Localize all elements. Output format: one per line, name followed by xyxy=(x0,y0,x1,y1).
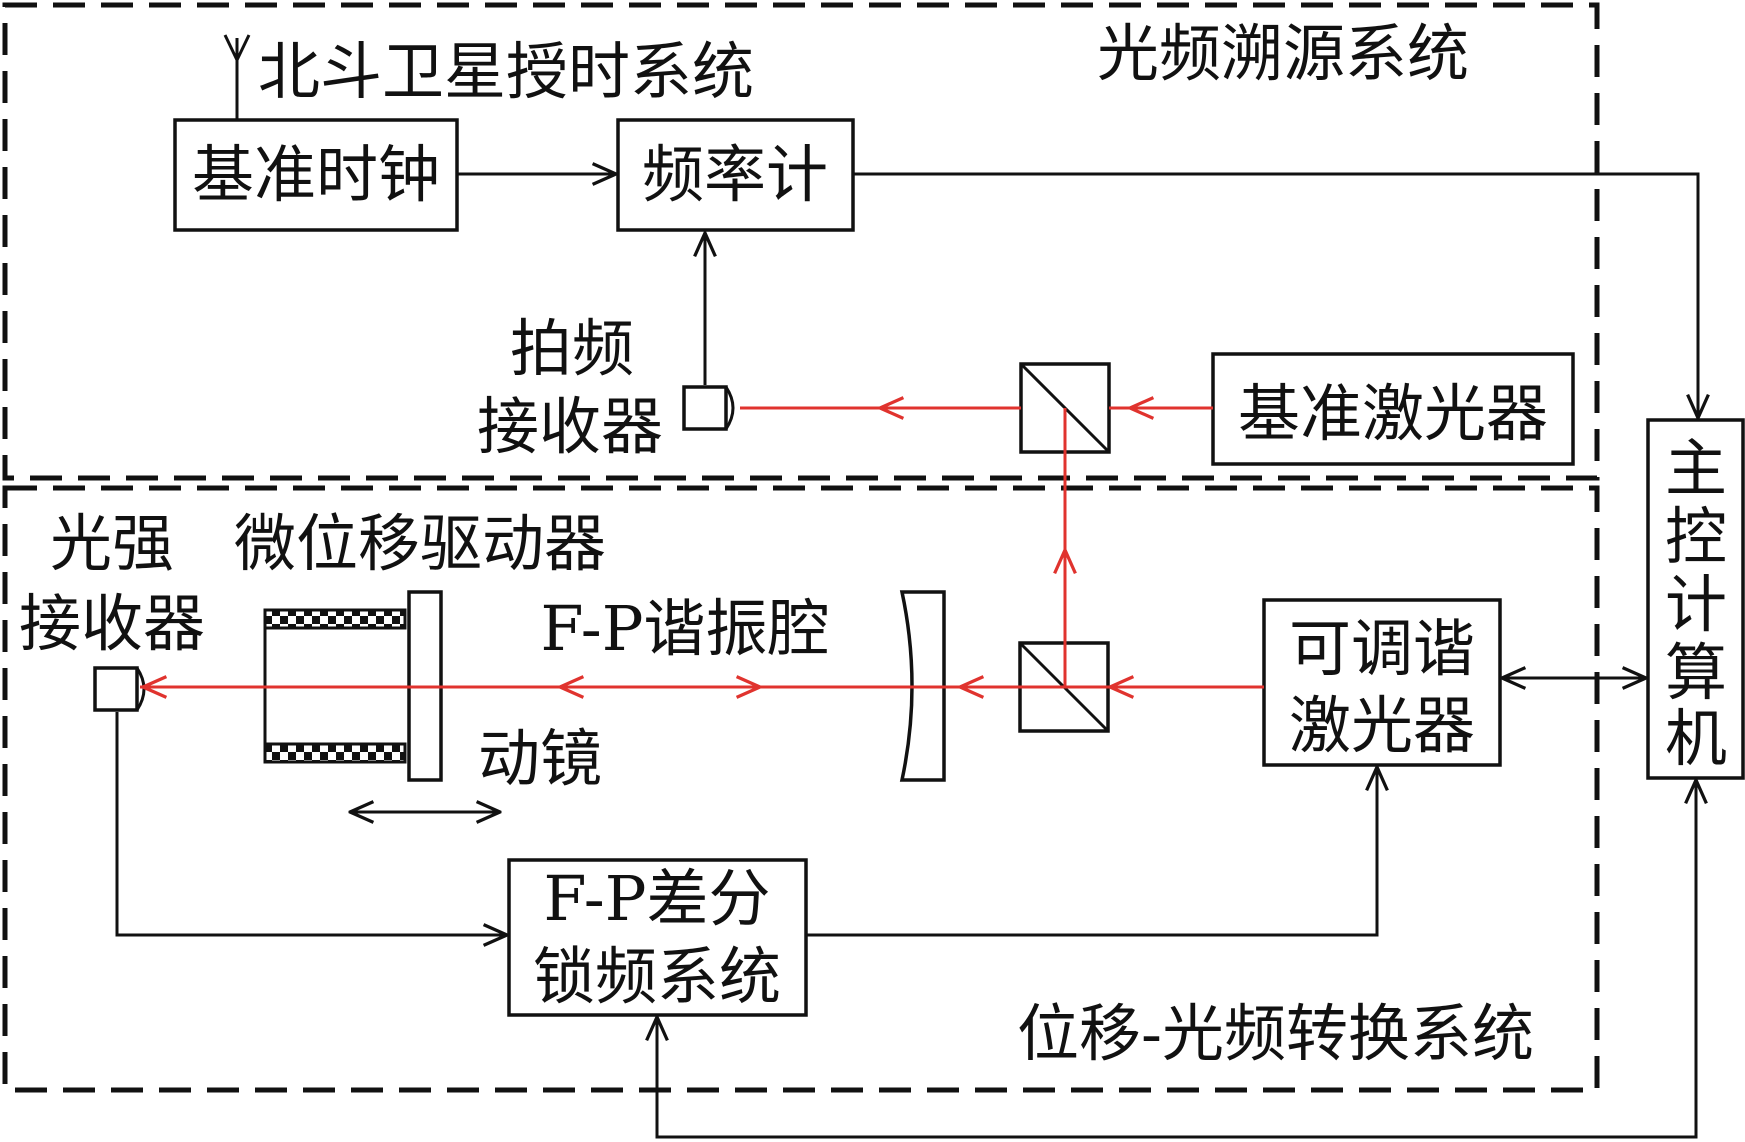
main-computer-char-4: 算 xyxy=(1665,636,1727,709)
receiver-to-lock-arrow xyxy=(115,712,507,935)
region-optical-freq-boundary xyxy=(2,2,1600,481)
micro-actuator-label: 微位移驱动器 xyxy=(234,507,606,580)
computer-to-lock-arrow xyxy=(657,780,1696,1139)
fp-lock-label-2: 锁频系统 xyxy=(533,940,781,1013)
main-computer-box: 主 控 计 算 机 xyxy=(1646,418,1745,780)
ref-laser-box: 基准激光器 xyxy=(1211,352,1575,466)
ref-clock-label: 基准时钟 xyxy=(192,138,440,211)
tunable-laser-label-1: 可调谐 xyxy=(1289,612,1475,685)
beat-receiver-label-2: 接收器 xyxy=(477,390,663,463)
lock-to-laser-arrow xyxy=(806,767,1377,937)
ref-laser-label: 基准激光器 xyxy=(1238,377,1548,450)
intensity-receiver-label-2: 接收器 xyxy=(19,587,205,660)
freq-counter-label: 频率计 xyxy=(642,138,828,211)
moving-mirror-label: 动镜 xyxy=(478,722,602,795)
beat-receiver-label-1: 拍频 xyxy=(510,312,634,385)
intensity-receiver-label-1: 光强 xyxy=(50,507,174,580)
counter-to-computer-arrow xyxy=(853,172,1698,418)
tunable-laser-box: 可调谐 激光器 xyxy=(1262,598,1502,767)
fp-lock-box: F-P差分 锁频系统 xyxy=(507,858,808,1017)
photodetector-icon xyxy=(93,666,146,712)
freq-counter-box: 频率计 xyxy=(616,118,855,232)
tunable-laser-label-2: 激光器 xyxy=(1289,689,1475,762)
region-title-displacement: 位移-光频转换系统 xyxy=(1017,997,1534,1070)
ref-clock-box: 基准时钟 xyxy=(173,118,459,232)
antenna-icon xyxy=(223,34,251,120)
main-computer-char-1: 主 xyxy=(1665,432,1727,505)
beidou-label: 北斗卫星授时系统 xyxy=(258,35,754,108)
main-computer-char-5: 机 xyxy=(1665,702,1727,775)
main-computer-char-2: 控 xyxy=(1665,500,1727,573)
region-title-optical-freq: 光频溯源系统 xyxy=(1097,17,1469,90)
fp-cavity-label: F-P谐振腔 xyxy=(541,592,830,665)
photodetector-icon xyxy=(682,385,735,431)
fp-lock-label-1: F-P差分 xyxy=(544,862,771,935)
main-computer-char-3: 计 xyxy=(1665,568,1727,641)
